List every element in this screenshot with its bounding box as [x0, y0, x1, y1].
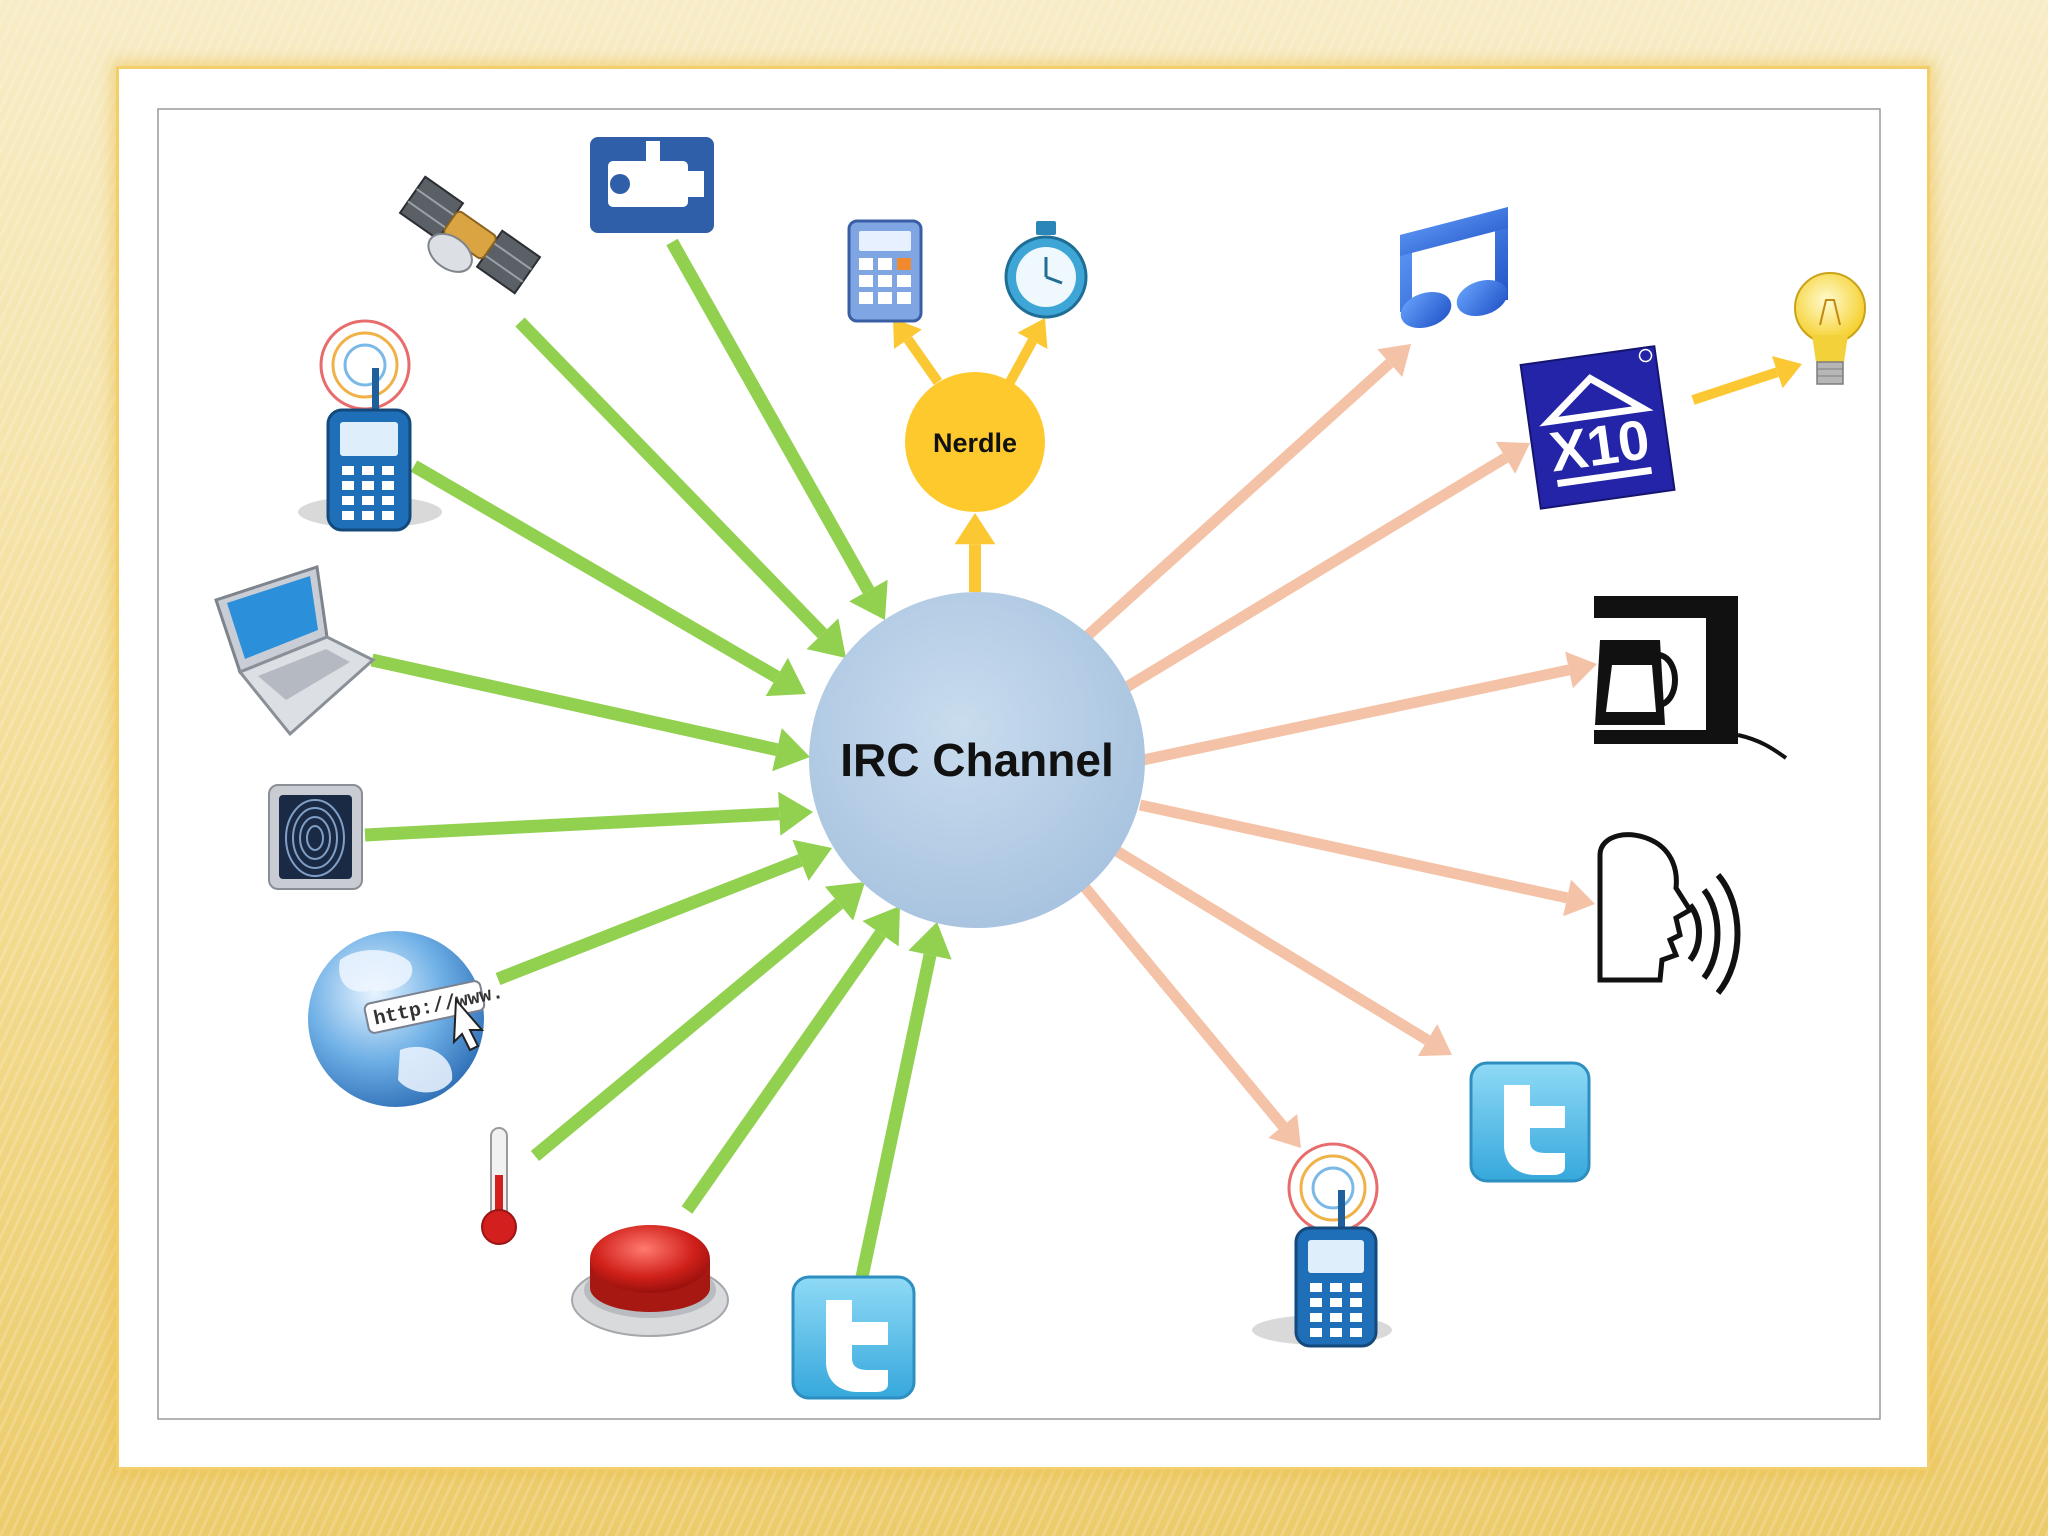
input-arrow: [370, 653, 810, 772]
input-arrow: [530, 882, 865, 1162]
irc-channel-node: IRC Channel: [809, 592, 1145, 928]
twitter-icon: [791, 1275, 916, 1400]
bot-output-arrow: [1005, 318, 1048, 385]
diagram-border: [157, 108, 1881, 1420]
bot-arrow: [954, 513, 996, 592]
input-arrow: [364, 791, 813, 842]
output-arrow: [1138, 799, 1595, 917]
light-bulb-icon: [1794, 272, 1866, 385]
nerdle-label: Nerdle: [933, 428, 1017, 458]
mobile-phone-icon: [1252, 1142, 1392, 1348]
red-button-icon: [571, 1225, 729, 1337]
input-arrow: [515, 317, 846, 658]
output-arrow: [1122, 441, 1530, 693]
speech-head-icon: [1597, 832, 1741, 995]
output-arrow: [1081, 344, 1411, 643]
nerdle-bot-node: Nerdle: [905, 372, 1045, 512]
input-arrow: [681, 906, 900, 1214]
arrow-layer: [364, 238, 1802, 1279]
twitter-icon: [1469, 1061, 1591, 1183]
irc-channel-label: IRC Channel: [840, 734, 1113, 786]
laptop-icon: [214, 565, 376, 737]
input-arrow: [666, 238, 888, 620]
output-arrow: [1078, 881, 1301, 1148]
output-arrow: [1112, 845, 1452, 1057]
mobile-phone-icon: [298, 319, 442, 532]
x10-logo-icon: X10: [1519, 345, 1676, 510]
calculator-icon: [847, 219, 923, 323]
input-arrow: [495, 839, 832, 986]
coffee-maker-icon: [1594, 596, 1788, 760]
satellite-icon: [398, 175, 542, 295]
input-arrow: [855, 922, 952, 1279]
output-arrow: [1141, 651, 1597, 766]
thermometer-icon: [481, 1127, 517, 1245]
music-note-icon: [1400, 207, 1508, 329]
input-arrow: [410, 460, 806, 697]
fingerprint-scanner-icon: [268, 784, 363, 890]
stopwatch-icon: [1004, 221, 1088, 319]
bot-output-arrow: [893, 318, 943, 385]
security-camera-icon: [590, 137, 714, 233]
web-globe-icon: http://www.: [308, 931, 506, 1107]
x10-output-arrow: [1691, 356, 1802, 405]
